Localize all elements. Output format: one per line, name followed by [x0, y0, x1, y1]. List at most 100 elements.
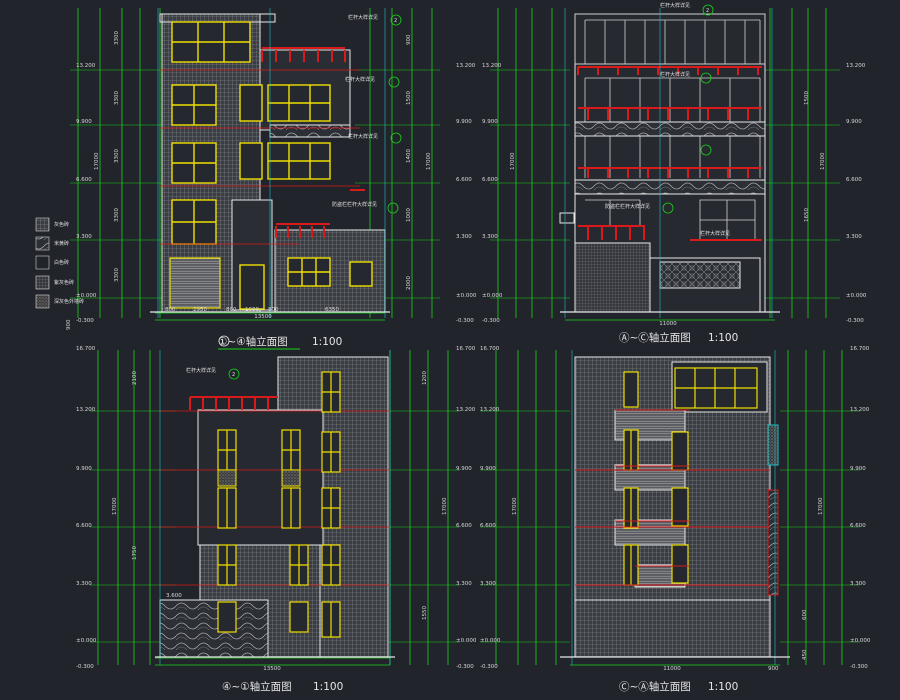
annotation-4: 防盗栏栏杆大样详见	[332, 201, 377, 208]
level-label: 3.300	[850, 581, 866, 587]
dim-text: 3300	[114, 91, 120, 105]
level-label: 16.700	[76, 346, 96, 352]
dim-total: 17000	[94, 152, 100, 170]
dim-text: 900	[66, 319, 72, 330]
legend-item-2: 米黄砖	[54, 240, 69, 247]
legend-item-5: 深灰色外墙砖	[54, 298, 84, 305]
level-labels: 13.200 9.900 6.600 3.300 ±0.000 -0.300 1…	[76, 63, 871, 670]
annotation-3: 防盗栏栏杆大样详见	[605, 203, 650, 210]
level-label: 3.300	[456, 234, 472, 240]
legend-item-3: 白色砖	[54, 259, 69, 266]
view2-annotations: 栏杆大样详见 栏杆大样详见 防盗栏栏杆大样详见 栏杆大样详见 2	[605, 2, 730, 237]
level-label: 3.300	[480, 581, 496, 587]
dim-total: 17000	[442, 497, 448, 515]
callout-number: 2	[706, 8, 709, 14]
dim-text: 600	[802, 609, 808, 620]
dim-text: 1500	[804, 91, 810, 105]
level-label: 13.200	[850, 407, 870, 413]
view1-seg-2: 2950	[193, 307, 207, 313]
dim-text: 1650	[804, 208, 810, 222]
level-label: ±0.000	[850, 638, 871, 644]
level-label: -0.300	[76, 318, 94, 324]
view1-annotations: 栏杆大样详见 栏杆大样详见 栏杆大样详见 防盗栏栏杆大样详见 2	[332, 14, 402, 214]
annotation-3: 栏杆大样详见	[348, 133, 378, 140]
dim-text: 900	[406, 34, 412, 45]
legend-item-4: 紫灰色砖	[54, 279, 74, 286]
level-label: 9.900	[456, 119, 472, 125]
level-label: 3.300	[76, 234, 92, 240]
view1-seg-3: 800	[226, 307, 237, 313]
view3-bottom-total: 13500	[263, 666, 281, 672]
level-lines	[70, 69, 860, 643]
view3-title: ④~①轴立面图	[222, 680, 292, 693]
level-label: 16.700	[850, 346, 870, 352]
view1-bottom-total: 13500	[254, 314, 272, 320]
level-label: 3.300	[846, 234, 862, 240]
elevation-view-2: 栏杆大样详见 栏杆大样详见 防盗栏栏杆大样详见 栏杆大样详见 2 11000	[559, 2, 780, 327]
annotation-2: 栏杆大样详见	[345, 76, 375, 83]
view4-bottom-total: 11000	[663, 666, 681, 672]
level-label: ±0.000	[846, 293, 867, 299]
level-label: 9.900	[76, 466, 92, 472]
view4-title: Ⓒ~Ⓐ轴立面图	[619, 680, 691, 693]
level-label: -0.300	[846, 318, 864, 324]
view4-scale: 1:100	[708, 681, 738, 693]
view2-scale: 1:100	[708, 332, 738, 344]
dim-text: 3300	[114, 31, 120, 45]
level-label: 13.200	[846, 63, 866, 69]
level-label: -0.300	[482, 318, 500, 324]
level-label: -0.300	[456, 318, 474, 324]
dim-total: 17000	[426, 152, 432, 170]
view1-scale: 1:100	[312, 336, 342, 348]
dim-text: 1550	[422, 606, 428, 620]
view-titles: ①~④轴立面图 1:100 Ⓐ~Ⓒ轴立面图 1:100 ④~①轴立面图 1:10…	[218, 331, 738, 693]
view2-title: Ⓐ~Ⓒ轴立面图	[619, 331, 691, 344]
level-label: 6.600	[456, 523, 472, 529]
level-label: 13.200	[76, 63, 96, 69]
level-label: -0.300	[456, 664, 474, 670]
material-legend: 灰色砖 米黄砖 白色砖 紫灰色砖 深灰色外墙砖	[35, 217, 84, 309]
dim-total: 17000	[820, 152, 826, 170]
callout-number: 2	[232, 372, 235, 378]
dim-text: 1200	[422, 371, 428, 385]
level-label: 6.600	[480, 523, 496, 529]
level-label: 16.700	[480, 346, 500, 352]
annotation-1: 栏杆大样详见	[660, 2, 690, 9]
view1-seg-1: 800	[165, 307, 176, 313]
dim-total: 17000	[112, 497, 118, 515]
dim-text: 1500	[406, 91, 412, 105]
dim-text: 450	[802, 649, 808, 660]
elevation-view-1: 栏杆大样详见 栏杆大样详见 栏杆大样详见 防盗栏栏杆大样详见 2 13500 8…	[150, 8, 402, 320]
level-label: 13.200	[456, 63, 476, 69]
dim-text: 1400	[406, 149, 412, 163]
level-label: 9.900	[480, 466, 496, 472]
level-label: 13.200	[480, 407, 500, 413]
level-label: ±0.000	[76, 638, 97, 644]
view1-title: ①~④轴立面图	[218, 335, 288, 348]
dim-text: 2100	[132, 371, 138, 385]
elevation-view-3: 栏杆大样详见 2 3.600 13500	[155, 350, 395, 672]
dim-text: 3300	[114, 208, 120, 222]
dim-total: 17000	[510, 152, 516, 170]
level-label: 6.600	[850, 523, 866, 529]
dimension-lines	[77, 8, 843, 666]
annotation-1: 栏杆大样详见	[348, 14, 378, 21]
level-label: 9.900	[76, 119, 92, 125]
view3-scale: 1:100	[313, 681, 343, 693]
level-label: 6.600	[482, 177, 498, 183]
dim-text: 1000	[406, 208, 412, 222]
view3-annotation: 栏杆大样详见	[186, 367, 216, 374]
level-label: 9.900	[850, 466, 866, 472]
view2-bottom-total: 11000	[659, 321, 677, 327]
vertical-dimensions: 3300 3300 3300 3300 3300 17000 17000 170…	[66, 31, 826, 660]
level-label: 3.300	[76, 581, 92, 587]
dim-text: 1750	[132, 546, 138, 560]
dim-text: 2000	[406, 276, 412, 290]
dim-text: 3300	[114, 149, 120, 163]
level-label: -0.300	[76, 664, 94, 670]
annotation-2: 栏杆大样详见	[660, 71, 690, 78]
level-label: ±0.000	[480, 638, 501, 644]
level-label: 6.600	[76, 523, 92, 529]
level-label: 3.300	[456, 581, 472, 587]
dim-text: 3300	[114, 268, 120, 282]
